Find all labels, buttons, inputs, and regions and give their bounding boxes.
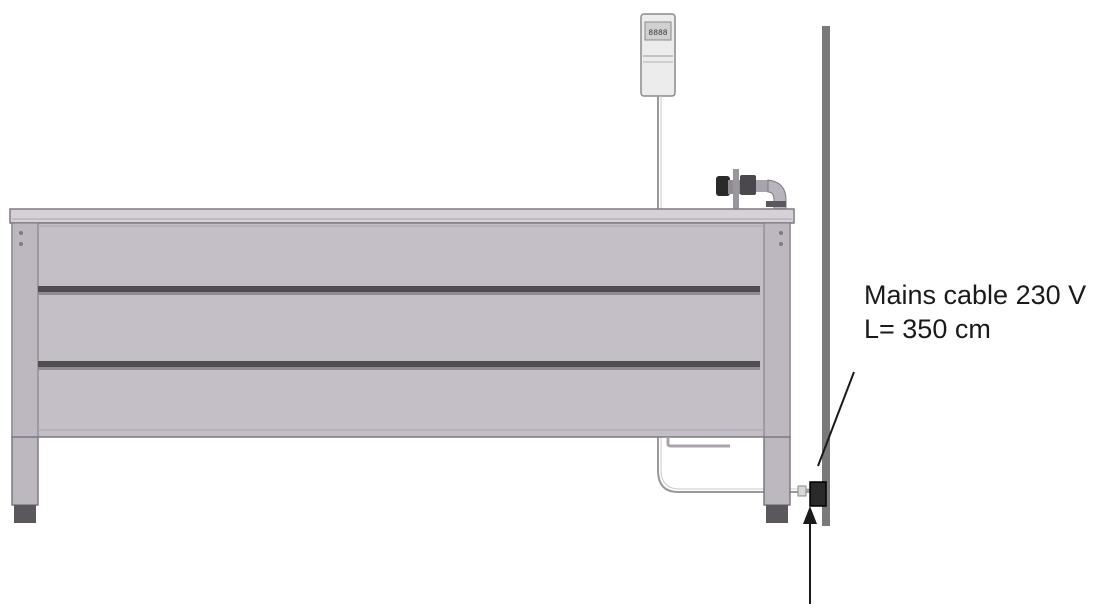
tank-legs	[11, 436, 791, 523]
wall-socket	[809, 481, 827, 507]
mains-cable-label: Mains cable 230 V L= 350 cm	[864, 278, 1086, 346]
tank-rails	[38, 286, 760, 370]
tank-rim	[9, 208, 795, 224]
tank-body	[11, 222, 791, 438]
label-leader-line	[817, 371, 855, 467]
drain-pipe	[666, 437, 730, 448]
control-unit: 8888	[640, 13, 676, 97]
mains-cable-length: L= 350 cm	[864, 314, 991, 344]
wall	[822, 26, 830, 526]
cable-connector	[797, 485, 810, 497]
mains-cable-title: Mains cable 230 V	[864, 280, 1087, 310]
control-cable	[657, 96, 812, 493]
valve-assembly	[716, 169, 787, 213]
control-unit-display: 8888	[648, 29, 667, 38]
socket-arrow	[803, 506, 817, 604]
